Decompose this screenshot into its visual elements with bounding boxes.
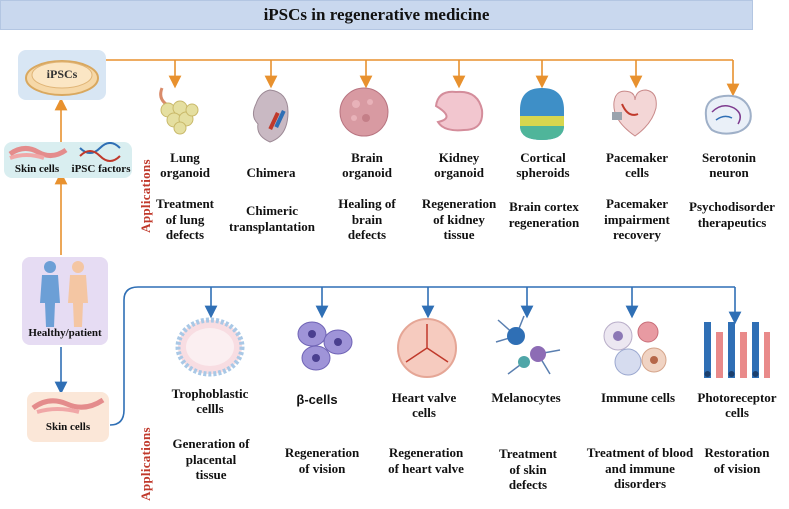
row2-app-photoreceptor: Restoration of vision [704,445,770,476]
brain-organoid-icon [339,87,389,137]
melanocytes-icon [495,315,561,375]
lung-organoid-icon [159,87,199,135]
photoreceptor-cells-icon [704,322,770,378]
immune-cells-icon [603,321,667,376]
row2-app-immune: Treatment of blood and immune disorders [586,445,694,491]
row1-name-lung: Lung organoid [160,150,210,180]
row2-name-trophoblastic: Trophoblastic cellls [171,386,249,416]
row1-app-lung: Treatment of lung defects [156,196,214,242]
skin-cells-dna-icon [8,142,121,162]
row2-name-immune: Immune cells [600,390,676,405]
row1-app-brain: Healing of brain defects [338,196,396,242]
row1-name-brain: Brain organoid [342,150,392,180]
skin-cells-bottom-box: Skin cells [27,392,109,442]
heart-valve-cells-icon [397,318,457,378]
cortical-spheroids-icon [520,88,564,140]
ipscs-label: iPSCs [46,67,78,81]
row1-name-serotonin: Serotonin neuron [702,150,756,180]
applications-label-bottom: Applications [138,427,153,501]
row1-app-serotonin: Psychodisorder therapeutics [689,199,775,230]
serotonin-neuron-brain-icon [704,94,752,135]
page-title: iPSCs in regenerative medicine [263,5,490,24]
title-bar: iPSCs in regenerative medicine [0,0,753,30]
ipsc-factors-label: iPSC factors [71,163,131,175]
row2-name-photoreceptor: Photoreceptor cells [697,390,777,420]
skin-cells-label-bottom: Skin cells [45,421,91,433]
kidney-organoid-icon [434,90,484,132]
row2-app-heart-valve: Regeneration of heart valve [388,445,464,476]
petri-dish-icon [25,60,99,96]
ipscs-dish-box: iPSCs [18,50,106,100]
skin-cells-label-top: Skin cells [14,163,60,175]
row2-app-beta: Regeneration of vision [284,445,360,476]
row2-app-melanocytes: Treatment of skin defects [499,446,557,492]
trophoblastic-cells-icon [175,317,245,377]
row1-name-pacemaker: Pacemaker cells [605,150,669,180]
skin-cells-icon [31,397,105,414]
healthy-patient-label: Healthy/patient [28,327,102,339]
row1-app-cortical: Brain cortex regeneration [508,199,580,230]
row1-name-chimera: Chimera [246,165,296,180]
row2-name-heart-valve: Heart valve cells [391,390,457,420]
healthy-patient-box: Healthy/patient [22,257,108,345]
row1-name-kidney: Kidney organoid [434,150,484,180]
row1-name-cortical: Cortical spheroids [516,150,570,180]
human-figures-icon [40,261,88,327]
row2-name-melanocytes: Melanocytes [491,390,561,405]
row1-app-kidney: Regeneration of kidney tissue [421,196,497,242]
pacemaker-heart-icon [612,89,657,137]
row1-app-chimera: Chimeric transplantation [229,203,315,234]
beta-cells-icon [297,321,353,371]
row1-app-pacemaker: Pacemaker impairment recovery [604,196,670,242]
skin-factors-box: Skin cells iPSC factors [4,142,132,178]
row2-name-beta: β-cells [296,392,338,407]
chimera-embryo-icon [252,89,289,143]
row2-app-trophoblastic: Generation of placental tissue [172,436,250,482]
